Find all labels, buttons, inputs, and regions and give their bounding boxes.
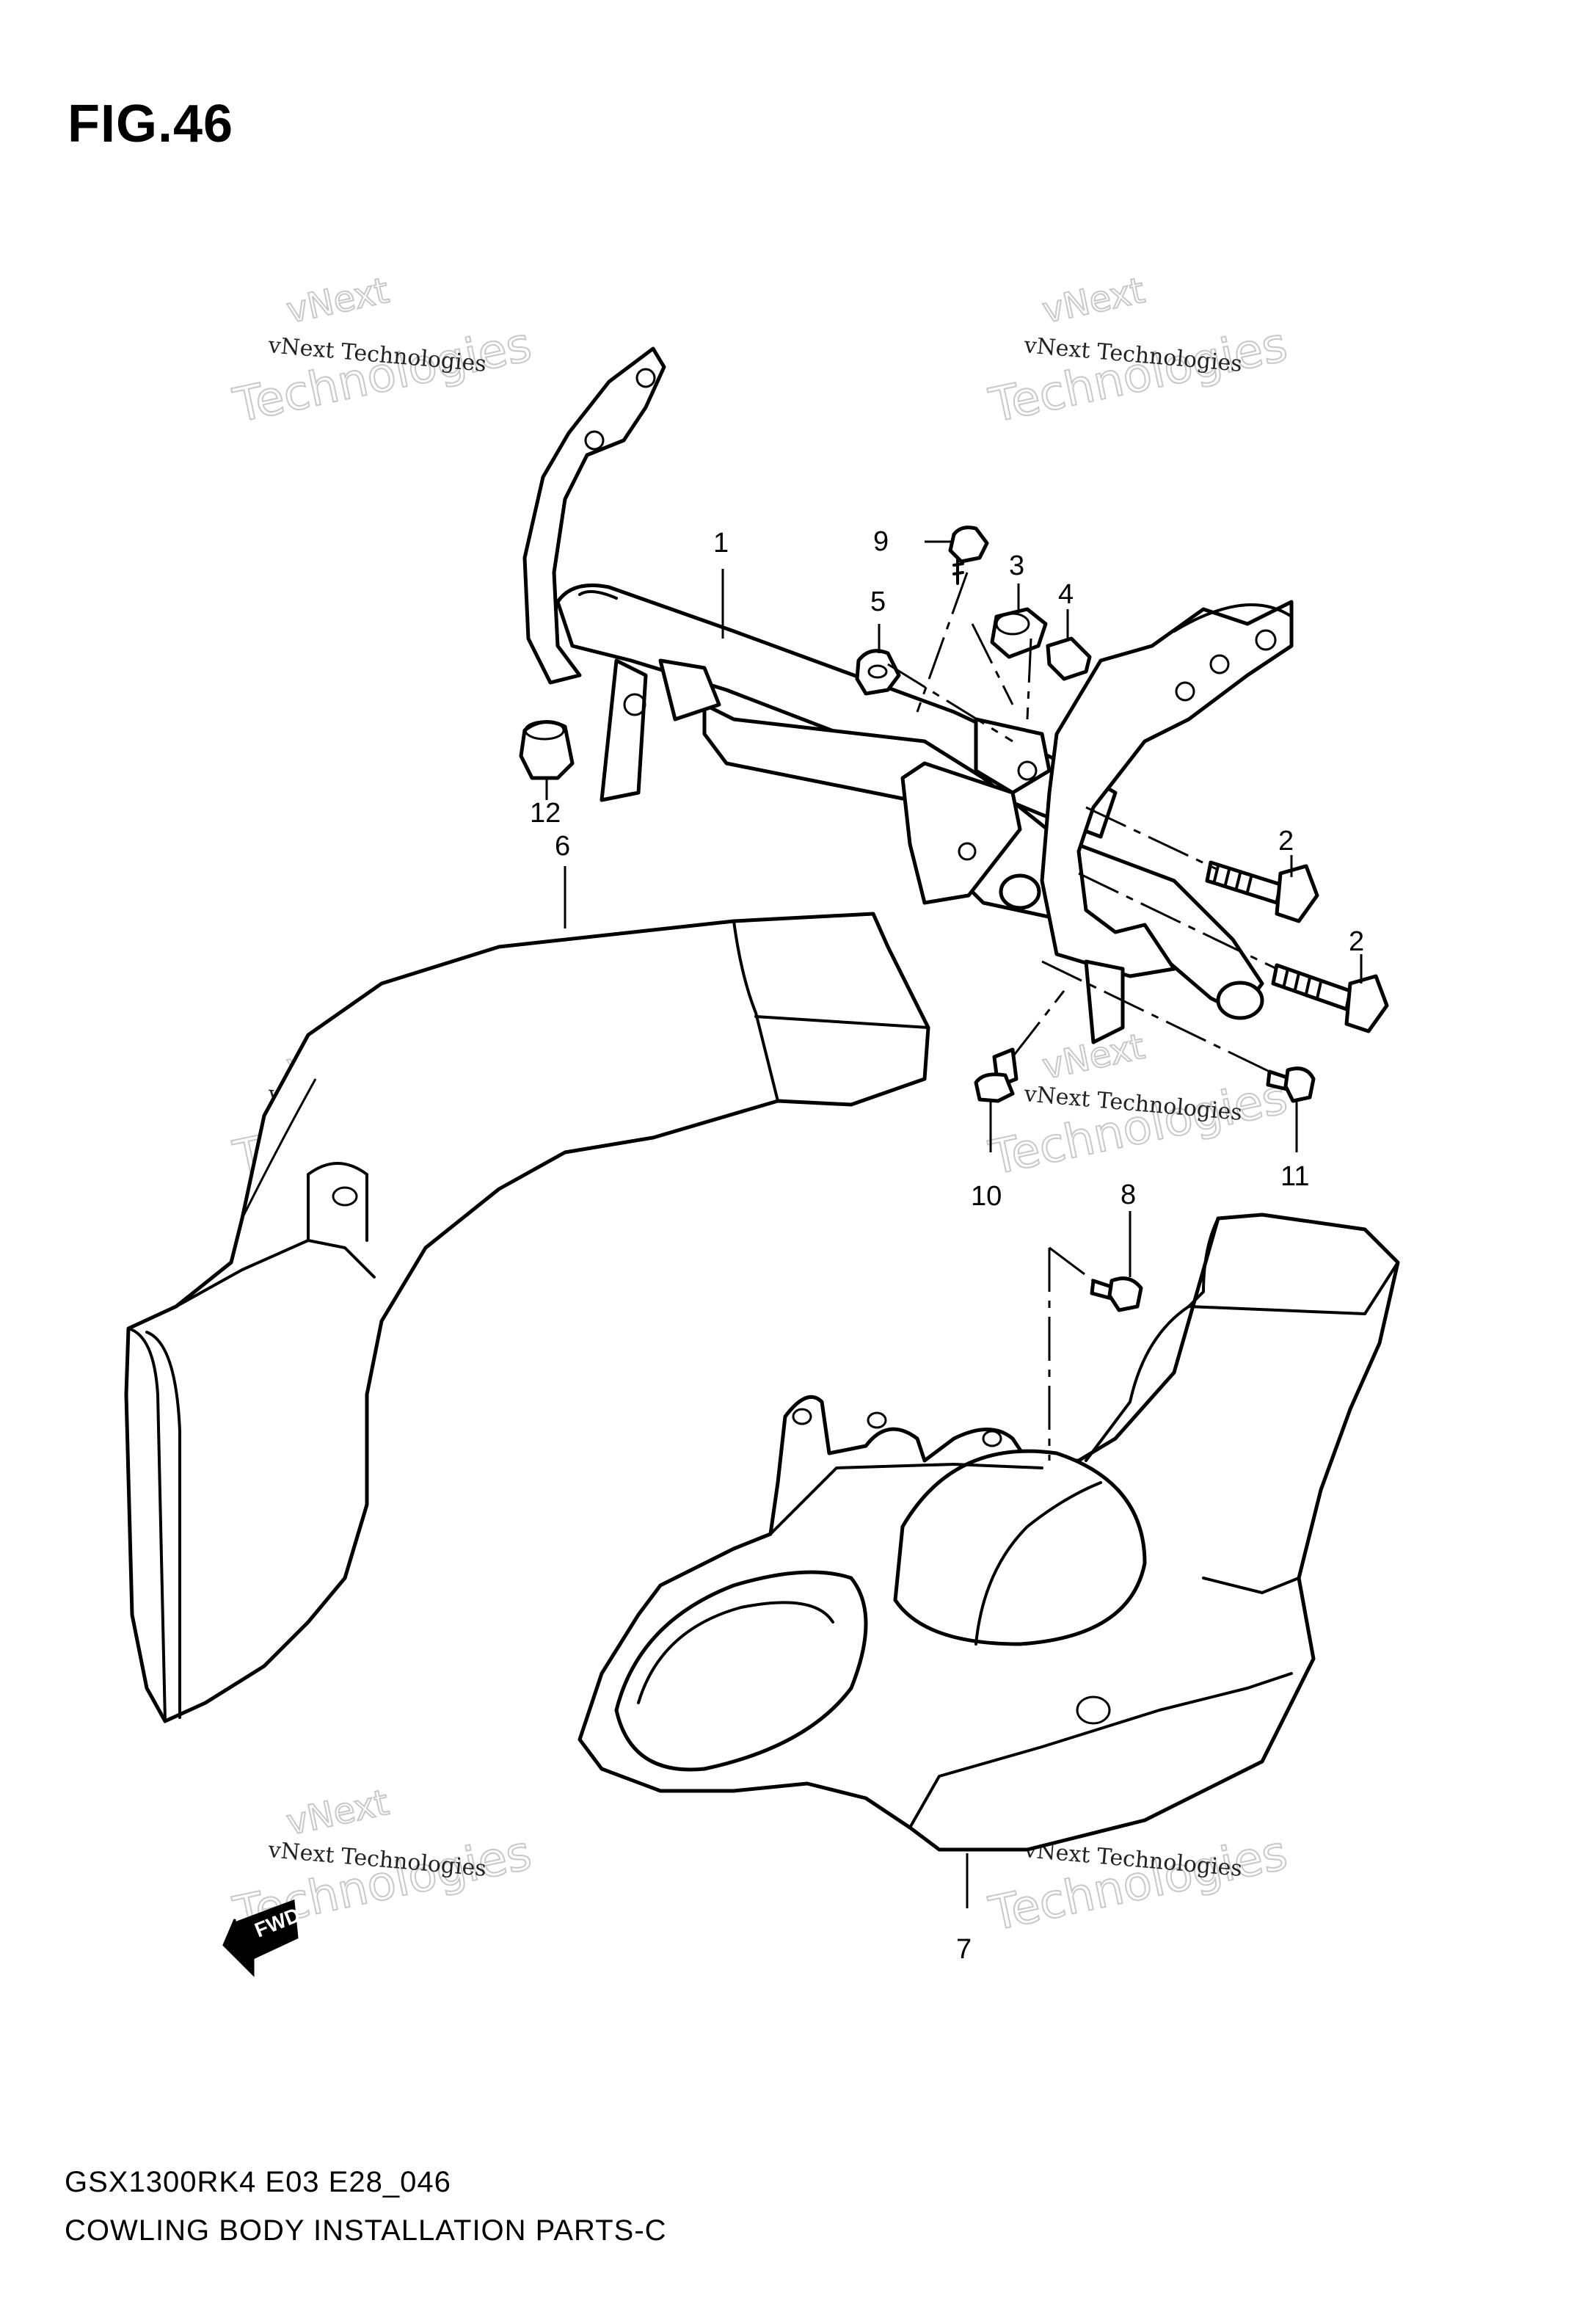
svg-text:vNext: vNext [1039, 270, 1148, 332]
watermark-top-right: vNext Technologies vNext Technologies [984, 269, 1293, 435]
drawing-footer: GSX1300RK4 E03 E28_046 COWLING BODY INST… [65, 2158, 667, 2255]
part-6-air-duct-left [124, 912, 930, 1723]
part-10-clip [974, 1047, 1019, 1103]
callout-3: 3 [1009, 550, 1024, 581]
part-9-screw [948, 526, 989, 585]
figure-title: FIG.46 [68, 95, 234, 153]
callout-2-lower: 2 [1349, 926, 1364, 957]
callout-6: 6 [555, 831, 570, 862]
callout-2-upper: 2 [1278, 826, 1294, 857]
diagram-code: GSX1300RK4 E03 E28_046 [65, 2166, 451, 2198]
callout-8: 8 [1121, 1179, 1136, 1210]
watermark-top-left: vNext Technologies vNext Technologies [228, 269, 537, 435]
part-11-screw [1266, 1066, 1316, 1103]
part-5-grommet [855, 649, 901, 696]
part-1-cowling-bracket [522, 346, 1294, 1044]
alignment-lines [887, 572, 1278, 1461]
callout-7: 7 [956, 1934, 972, 1965]
diagram-caption: COWLING BODY INSTALLATION PARTS-C [65, 2214, 667, 2247]
part-12-cushion [519, 720, 575, 780]
callout-4: 4 [1058, 579, 1074, 610]
watermark-mid-right: vNext Technologies vNext Technologies [984, 1025, 1293, 1187]
leader-lines [545, 540, 1363, 1908]
callout-12: 12 [530, 798, 561, 829]
svg-text:vNext: vNext [283, 1782, 393, 1844]
part-8-screw [1090, 1276, 1143, 1312]
callout-labels: 1 2 2 3 4 5 6 7 8 9 10 11 12 [530, 526, 1364, 1965]
svg-text:vNext: vNext [283, 270, 393, 332]
forward-arrow-icon: FWD [222, 1899, 303, 1977]
callout-11: 11 [1280, 1161, 1309, 1192]
callout-5: 5 [870, 586, 886, 617]
callout-9: 9 [873, 526, 889, 557]
part-2-bolt-lower [1271, 963, 1389, 1033]
callout-1: 1 [713, 528, 729, 559]
callout-10: 10 [971, 1181, 1002, 1212]
part-3-collar [990, 607, 1048, 659]
part-7-air-duct-right [577, 1213, 1400, 1852]
part-4-collar [1046, 636, 1092, 681]
part-2-bolt-upper [1205, 860, 1319, 923]
